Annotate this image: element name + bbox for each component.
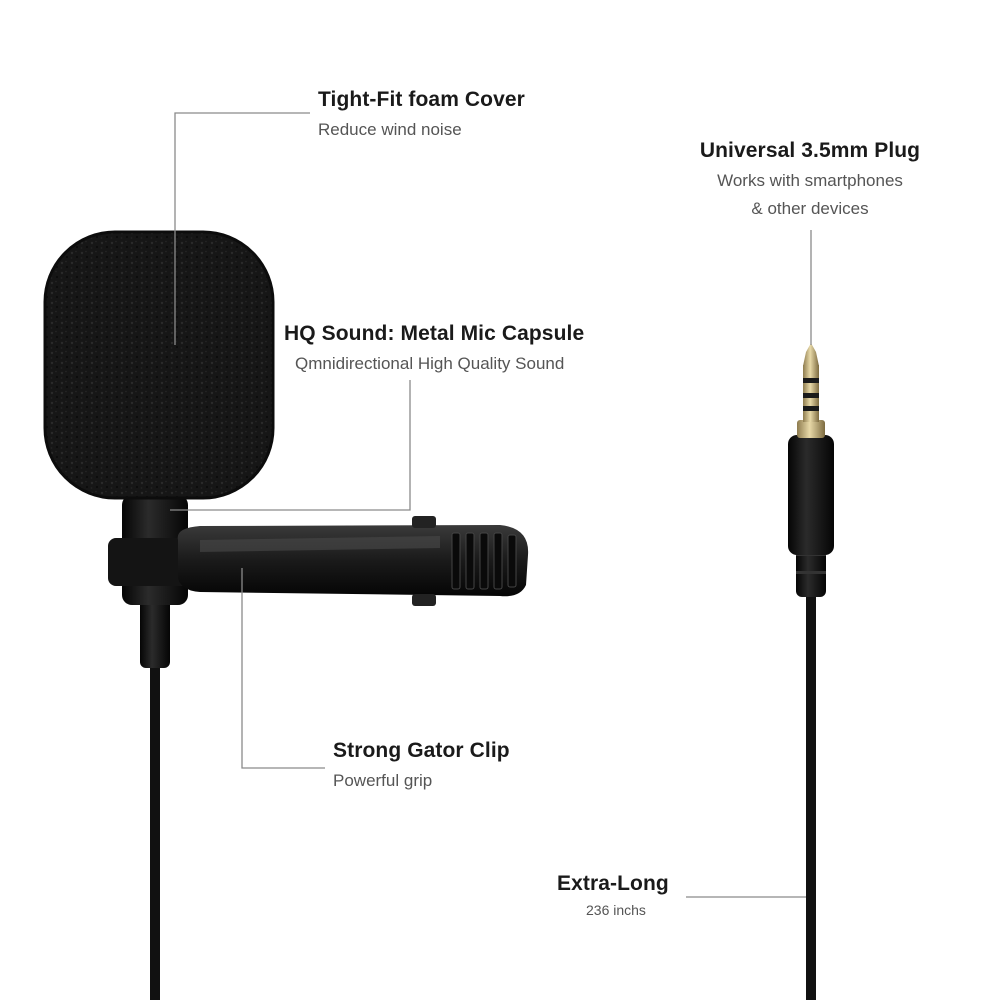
plug-collar [797,420,825,438]
capsule-title: HQ Sound: Metal Mic Capsule [284,322,585,345]
plug-ring-1 [803,378,819,383]
gator-clip [177,525,529,597]
clip-subtitle: Powerful grip [333,771,433,790]
clip-pin-bottom [412,594,436,606]
foam-windscreen [45,232,273,498]
clip-title: Strong Gator Clip [333,739,510,762]
leader-capsule [170,380,411,511]
mic-strain-relief [140,590,170,668]
plug-ring-2 [803,393,819,398]
mic-cable [150,600,160,1000]
cable-title: Extra-Long [557,872,669,895]
clip-pin-top [412,516,436,528]
leader-lines [170,112,812,898]
plug-tip [803,343,819,366]
audio-plug [788,343,834,1000]
cable-subtitle: 236 inchs [586,902,646,918]
leader-clip [241,568,325,769]
plug-ring-3 [803,406,819,411]
leader-foam [174,112,310,345]
plug-title: Universal 3.5mm Plug [699,139,921,162]
clip-grip-ridges [451,532,517,590]
plug-body [788,435,834,555]
foam-cover-title: Tight-Fit foam Cover [318,88,525,111]
plug-subtitle-line2: & other devices [751,199,869,218]
capsule-subtitle: Qmnidirectional High Quality Sound [295,354,565,373]
gator-clip-highlight [200,536,440,552]
lavalier-microphone [43,230,529,1000]
plug-cable [806,585,816,1000]
plug-subtitle-line1: Works with smartphones [717,171,903,190]
foam-cover-subtitle: Reduce wind noise [318,120,462,139]
